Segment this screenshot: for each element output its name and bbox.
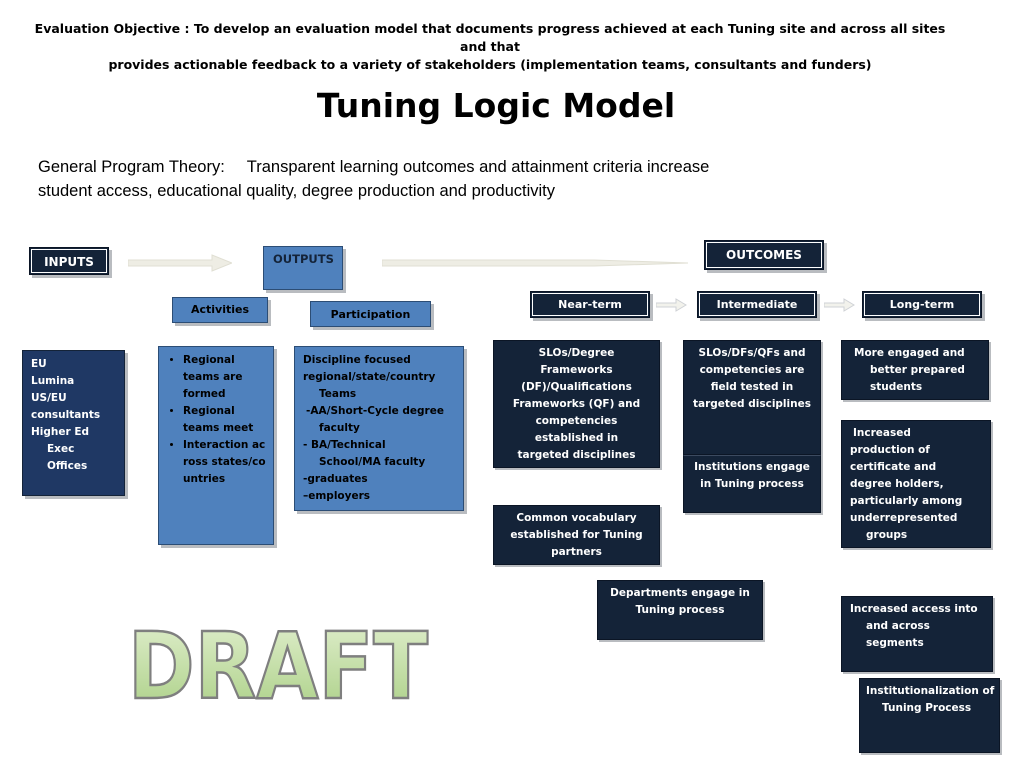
participation-item: -AA/Short-Cycle degree bbox=[306, 405, 444, 417]
draft-watermark-text: DRAFT bbox=[128, 613, 428, 712]
participation-item: Discipline focused regional/state/countr… bbox=[303, 354, 436, 383]
page-title: Tuning Logic Model bbox=[316, 86, 676, 125]
participation-item: Teams bbox=[319, 388, 357, 400]
long-term-box-institutionalization-line: Institutionalization of bbox=[866, 685, 995, 697]
intermediate-box-institutions-line: Institutions engage bbox=[694, 461, 810, 473]
outcomes-header: OUTCOMES bbox=[704, 240, 824, 270]
participation-item: –employers bbox=[303, 490, 371, 502]
near-term-box-slos-line: competencies bbox=[535, 415, 618, 427]
intermediate-header-label: Intermediate bbox=[716, 298, 798, 311]
near-term-box-departments-line: Departments engage in bbox=[610, 587, 750, 599]
near-term-box-departments: Departments engage in Tuning process bbox=[597, 580, 763, 640]
long-term-box-production-line: underrepresented bbox=[850, 512, 958, 524]
outcomes-header-label: OUTCOMES bbox=[726, 248, 802, 262]
outputs-header: OUTPUTS bbox=[263, 246, 343, 290]
intermediate-box-field-tested: SLOs/DFs/QFs and competencies are field … bbox=[683, 340, 821, 455]
near-term-header-label: Near-term bbox=[558, 298, 622, 311]
long-term-box-institutionalization-line: Tuning Process bbox=[882, 702, 972, 714]
near-term-box-slos-line: targeted disciplines bbox=[517, 449, 636, 461]
objective-line-2: provides actionable feedback to a variet… bbox=[108, 57, 872, 72]
long-term-box-production-line: production of bbox=[850, 444, 930, 456]
long-term-box-access-line: segments bbox=[866, 637, 924, 649]
input-item: Lumina bbox=[31, 375, 75, 387]
long-term-box-students-line: More engaged and bbox=[854, 347, 965, 359]
input-item: consultants bbox=[31, 409, 101, 421]
intermediate-box-institutions-line: in Tuning process bbox=[700, 478, 804, 490]
long-term-box-production: Increased production of certificate and … bbox=[841, 420, 991, 548]
input-item: EU bbox=[31, 358, 47, 370]
inputs-header: INPUTS bbox=[29, 247, 109, 275]
near-term-box-slos-line: established in bbox=[534, 432, 619, 444]
long-term-box-production-line: particularly among bbox=[850, 495, 963, 507]
inputs-box: EU Lumina US/EU consultants Higher Ed Ex… bbox=[22, 350, 125, 496]
intermediate-box-field-tested-line: competencies are bbox=[699, 364, 805, 376]
long-term-box-production-line: degree holders, bbox=[850, 478, 944, 490]
near-term-box-slos-line: Frameworks (QF) and bbox=[512, 398, 641, 410]
draft-watermark: DRAFT bbox=[128, 612, 429, 712]
evaluation-objective: Evaluation Objective : To develop an eva… bbox=[20, 20, 960, 74]
near-term-header: Near-term bbox=[530, 291, 650, 318]
intermediate-box-field-tested-line: targeted disciplines bbox=[693, 398, 811, 410]
participation-item: -graduates bbox=[303, 473, 368, 485]
program-theory: General Program Theory: Transparent learn… bbox=[38, 155, 818, 203]
long-term-box-access-line: Increased access into bbox=[850, 603, 978, 615]
inputs-header-label: INPUTS bbox=[44, 255, 94, 269]
participation-item: - BA/Technical bbox=[303, 439, 386, 451]
long-term-box-access: Increased access into and across segment… bbox=[841, 596, 993, 672]
near-term-box-vocabulary-line: partners bbox=[551, 546, 602, 558]
near-term-box-slos: SLOs/Degree Frameworks (DF)/Qualificatio… bbox=[493, 340, 660, 468]
input-item: US/EU bbox=[31, 392, 67, 404]
intermediate-to-long-arrow bbox=[824, 298, 855, 312]
intermediate-box-field-tested-line: field tested in bbox=[710, 381, 794, 393]
long-term-box-institutionalization: Institutionalization of Tuning Process bbox=[859, 678, 1000, 753]
outputs-header-label: OUTPUTS bbox=[273, 252, 334, 266]
long-term-box-production-line: Increased bbox=[853, 427, 911, 439]
intermediate-box-field-tested-line: SLOs/DFs/QFs and bbox=[698, 347, 806, 359]
intermediate-header: Intermediate bbox=[697, 291, 817, 318]
participation-item: faculty bbox=[319, 422, 360, 434]
input-item: Higher Ed bbox=[31, 426, 90, 438]
outputs-to-outcomes-arrow bbox=[382, 259, 688, 267]
theory-label: General Program Theory: bbox=[38, 158, 225, 176]
theory-text-1: Transparent learning outcomes and attain… bbox=[246, 158, 710, 176]
activities-header-label: Activities bbox=[190, 303, 250, 316]
activity-item: Interaction across states/countries bbox=[183, 437, 269, 488]
input-item: Exec bbox=[47, 443, 75, 455]
near-term-box-slos-line: (DF)/Qualifications bbox=[521, 381, 632, 393]
activities-list: Regional teams are formed Regional teams… bbox=[161, 352, 269, 488]
inputs-to-outputs-arrow bbox=[128, 254, 232, 272]
long-term-box-production-line: certificate and bbox=[850, 461, 937, 473]
near-to-intermediate-arrow bbox=[656, 298, 687, 312]
near-term-box-slos-line: Frameworks bbox=[540, 364, 613, 376]
near-term-box-slos-line: SLOs/Degree bbox=[538, 347, 615, 359]
near-term-box-vocabulary: Common vocabulary established for Tuning… bbox=[493, 505, 660, 565]
long-term-box-production-line: groups bbox=[866, 529, 908, 541]
near-term-box-vocabulary-line: Common vocabulary bbox=[516, 512, 637, 524]
long-term-box-students-line: better prepared bbox=[870, 364, 965, 376]
long-term-box-students-line: students bbox=[870, 381, 923, 393]
input-item: Offices bbox=[47, 460, 88, 472]
long-term-header: Long-term bbox=[862, 291, 982, 318]
objective-line-1: Evaluation Objective : To develop an eva… bbox=[34, 21, 946, 54]
participation-header: Participation bbox=[310, 301, 431, 327]
long-term-box-students: More engaged and better prepared student… bbox=[841, 340, 989, 400]
participation-header-label: Participation bbox=[330, 308, 411, 321]
near-term-box-departments-line: Tuning process bbox=[635, 604, 725, 616]
intermediate-box-institutions: Institutions engage in Tuning process bbox=[683, 455, 821, 513]
activities-header: Activities bbox=[172, 297, 268, 323]
near-term-box-vocabulary-line: established for Tuning bbox=[510, 529, 643, 541]
activities-box: Regional teams are formed Regional teams… bbox=[158, 346, 274, 545]
activity-item: Regional teams meet bbox=[183, 403, 269, 437]
participation-item: School/MA faculty bbox=[319, 456, 426, 468]
activity-item: Regional teams are formed bbox=[183, 352, 269, 403]
long-term-box-access-line: and across bbox=[866, 620, 930, 632]
theory-text-2: student access, educational quality, deg… bbox=[38, 182, 556, 200]
long-term-header-label: Long-term bbox=[889, 298, 955, 311]
participation-box: Discipline focused regional/state/countr… bbox=[294, 346, 464, 511]
